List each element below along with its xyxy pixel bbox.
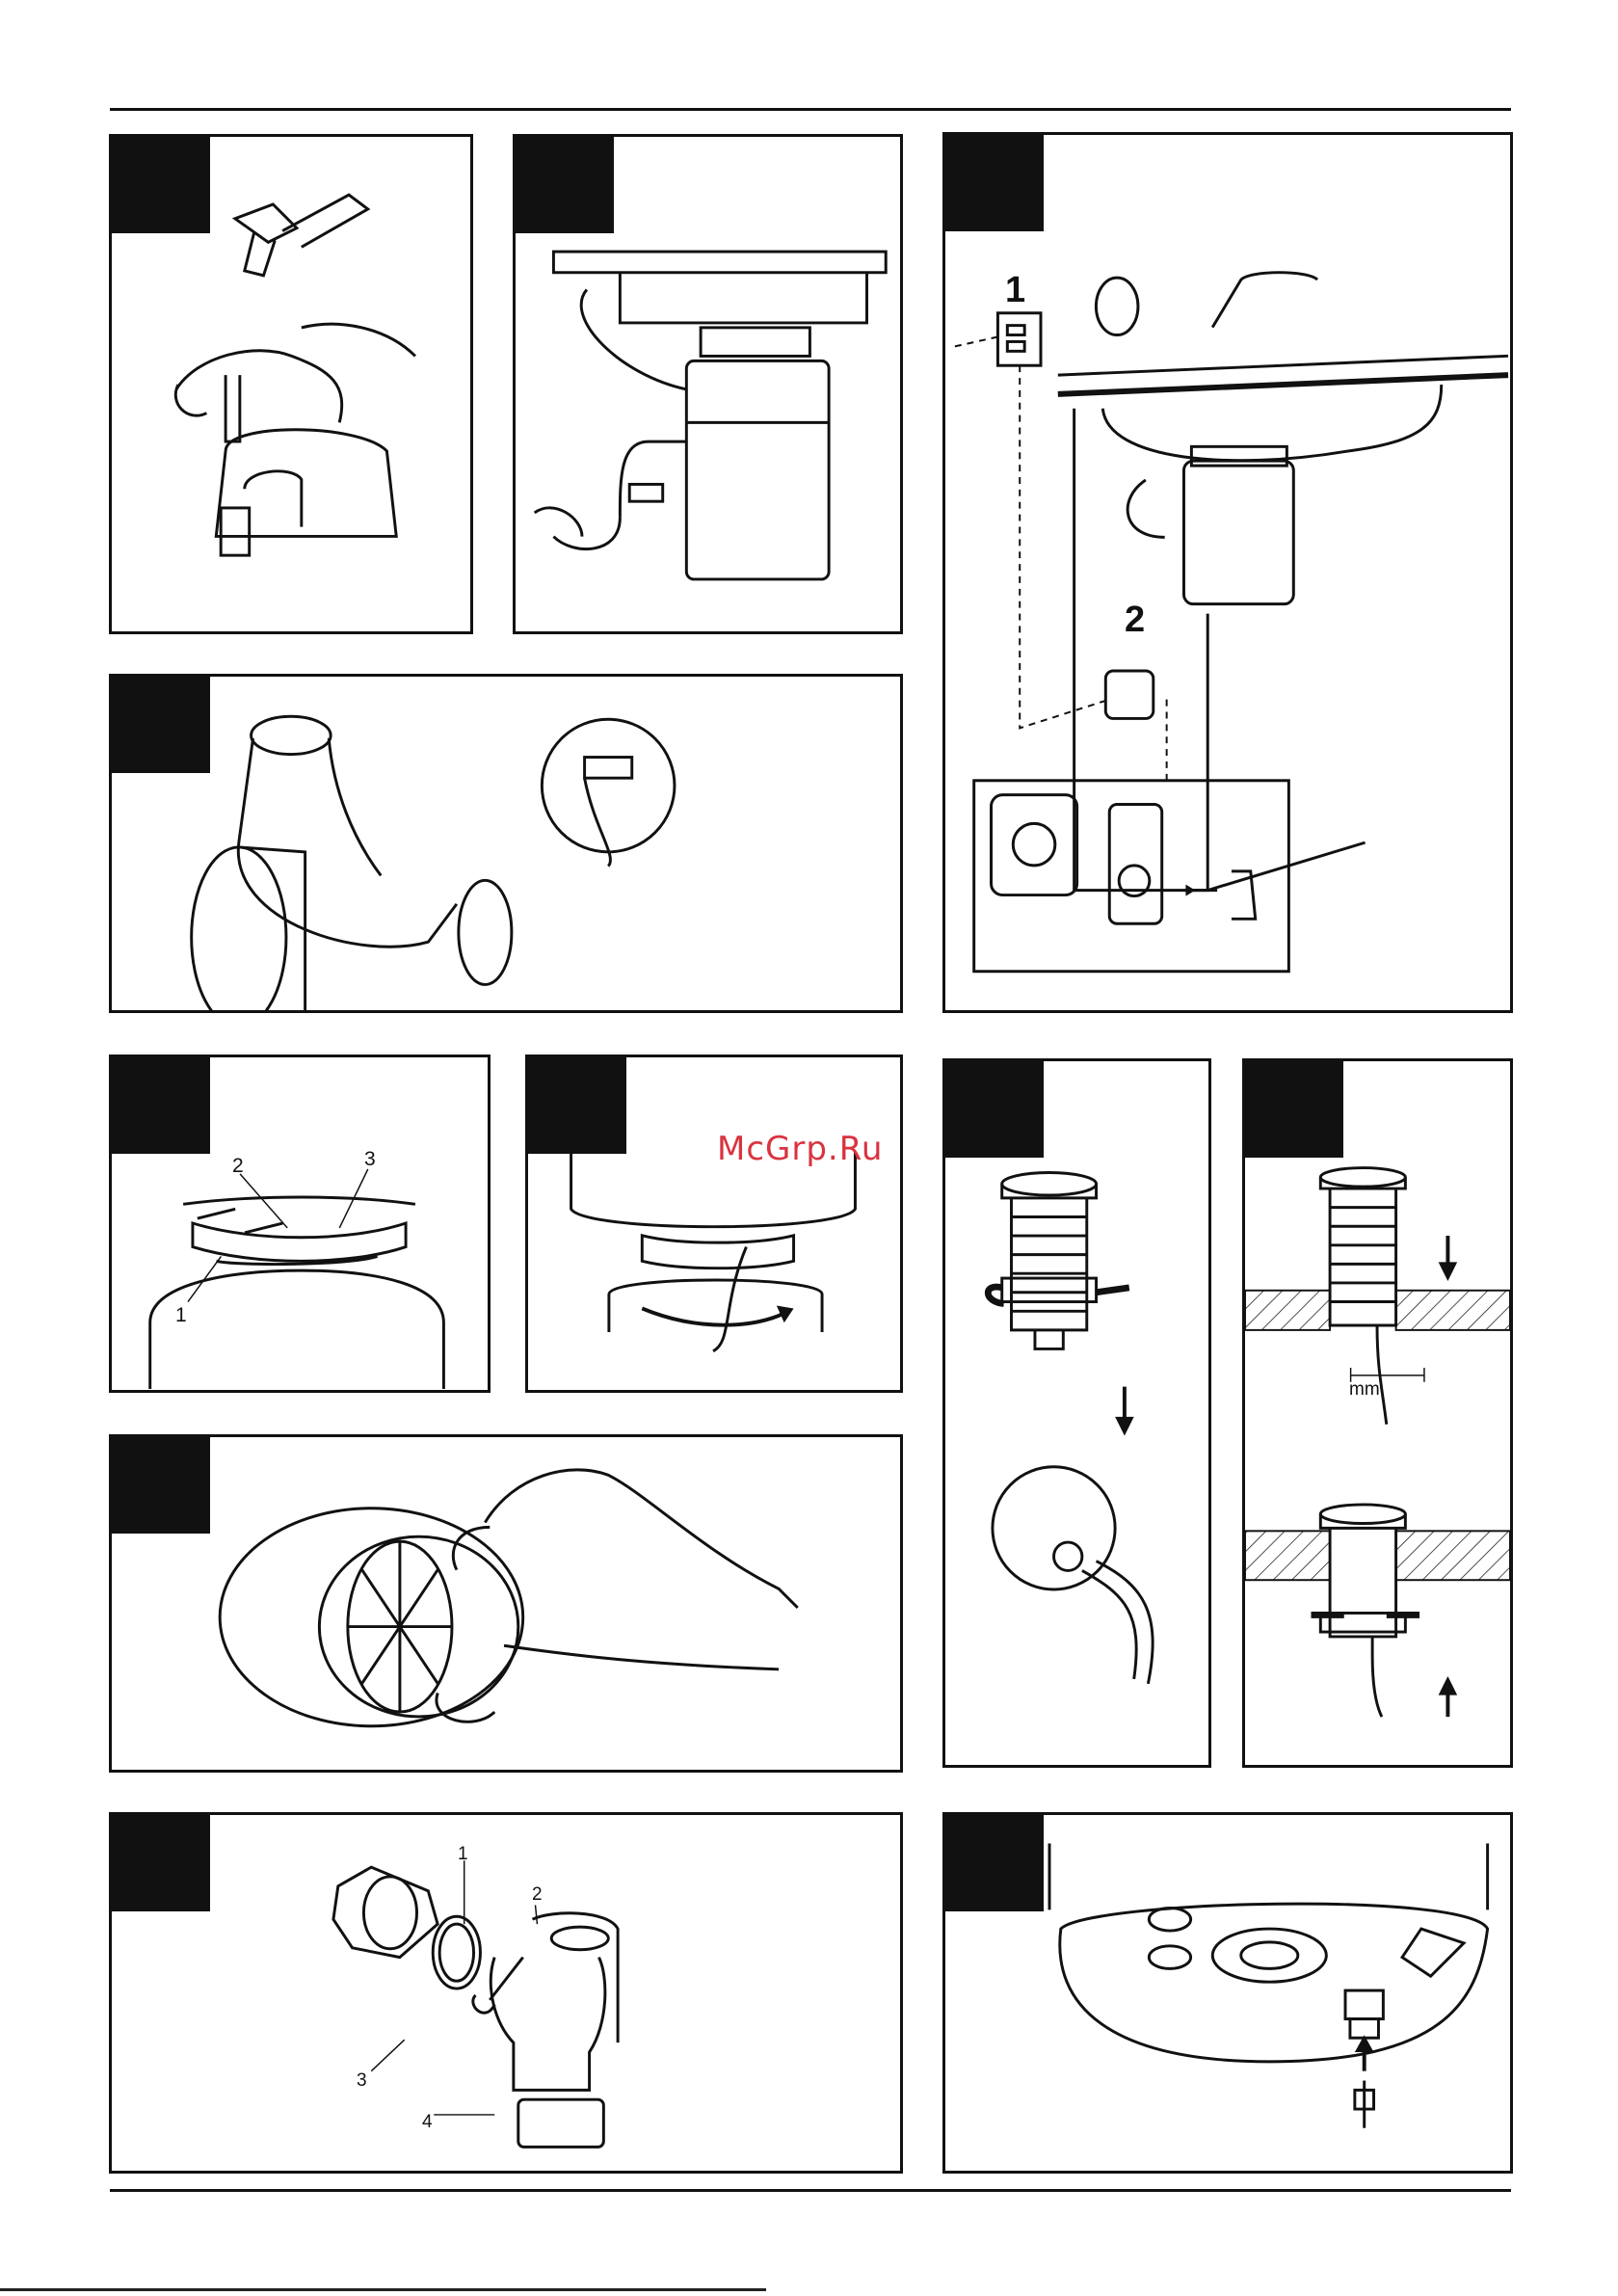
- panel-flange-exploded: 1 2 3 4: [109, 1812, 903, 2174]
- panel-pipe-adapter: [109, 674, 903, 1013]
- top-rule: [110, 108, 1511, 111]
- bottom-rule: [110, 2189, 1511, 2192]
- rotate-ring-illustration: [528, 1057, 900, 1390]
- panel-mounting-ring: 2 3 1: [109, 1055, 491, 1393]
- mounting-ring-illustration: [112, 1057, 488, 1390]
- pipe-adapter-illustration: [112, 677, 900, 1010]
- panel-air-switch: [942, 1058, 1211, 1768]
- footer-line: [0, 2288, 766, 2291]
- sink-disposer-illustration: [516, 137, 900, 631]
- flange-exploded-illustration: [112, 1815, 900, 2171]
- panel-worktop-mount: mm: [1242, 1058, 1513, 1768]
- panel-insert-guard: [109, 1434, 903, 1773]
- panel-sink-disposer: [513, 134, 903, 634]
- panel-rotate-ring: [525, 1055, 903, 1393]
- installation-illustration: [945, 135, 1510, 1010]
- insert-guard-illustration: [112, 1437, 900, 1770]
- panel-hammer: [109, 134, 473, 634]
- worktop-mount-illustration: [1245, 1061, 1510, 1765]
- underside-illustration: [945, 1815, 1510, 2171]
- panel-underside: [942, 1812, 1513, 2174]
- watermark: McGrp.Ru: [717, 1130, 883, 1168]
- panel-installation: 1 2: [942, 132, 1513, 1013]
- air-switch-illustration: [945, 1061, 1208, 1765]
- hammer-illustration: [112, 137, 470, 631]
